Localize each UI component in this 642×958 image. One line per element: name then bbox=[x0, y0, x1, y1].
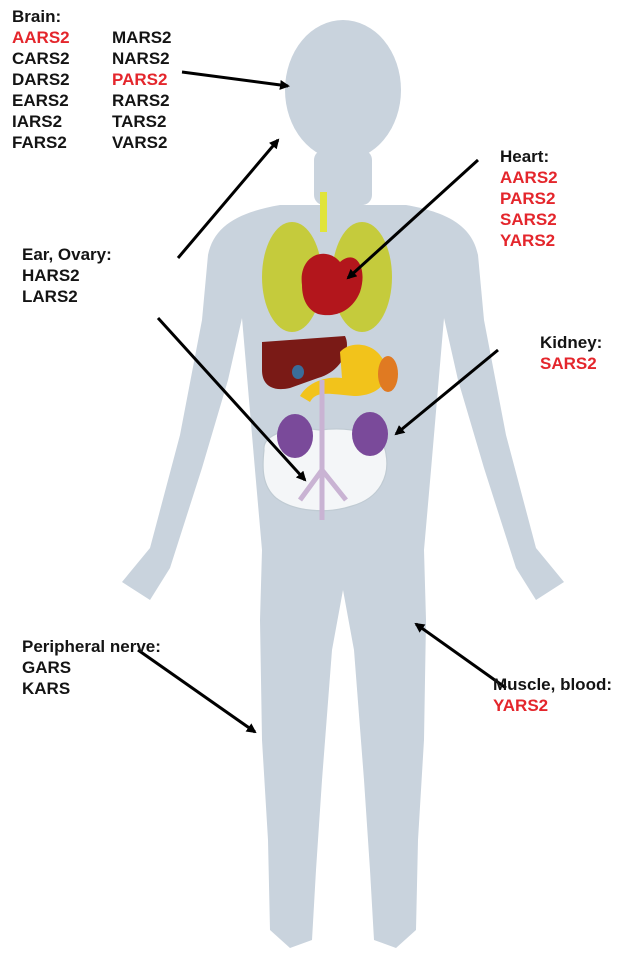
heart-title: Heart: bbox=[500, 146, 558, 167]
ear-ovary-gene: LARS2 bbox=[22, 286, 112, 307]
gene-item: EARS2 bbox=[12, 90, 112, 111]
gene-item: FARS2 bbox=[12, 132, 112, 153]
kidney-title: Kidney: bbox=[540, 332, 602, 353]
brain-label: Brain: AARS2 MARS2 CARS2 NARS2 DARS2 PAR… bbox=[12, 6, 182, 153]
gene-item: PARS2 bbox=[112, 69, 182, 90]
gene-item: MARS2 bbox=[112, 27, 182, 48]
muscle-blood-title: Muscle, blood: bbox=[493, 674, 612, 695]
gene-item: AARS2 bbox=[12, 27, 112, 48]
trachea bbox=[320, 192, 327, 232]
gene-item: RARS2 bbox=[112, 90, 182, 111]
muscle-blood-gene: YARS2 bbox=[493, 695, 612, 716]
muscle-blood-label: Muscle, blood: YARS2 bbox=[493, 674, 612, 716]
ear-ovary-title: Ear, Ovary: bbox=[22, 244, 112, 265]
peripheral-nerve-title: Peripheral nerve: bbox=[22, 636, 161, 657]
heart-label: Heart: AARS2 PARS2 SARS2 YARS2 bbox=[500, 146, 558, 251]
spleen bbox=[378, 356, 398, 392]
gallbladder bbox=[292, 365, 304, 379]
heart-gene: PARS2 bbox=[500, 188, 558, 209]
heart-gene: YARS2 bbox=[500, 230, 558, 251]
ear-ovary-gene: HARS2 bbox=[22, 265, 112, 286]
gene-item: CARS2 bbox=[12, 48, 112, 69]
gene-item: VARS2 bbox=[112, 132, 182, 153]
arrow-brain bbox=[182, 72, 288, 86]
heart-gene: AARS2 bbox=[500, 167, 558, 188]
kidney-right bbox=[352, 412, 388, 456]
kidney-gene: SARS2 bbox=[540, 353, 602, 374]
peripheral-nerve-gene: KARS bbox=[22, 678, 161, 699]
kidney-label: Kidney: SARS2 bbox=[540, 332, 602, 374]
peripheral-nerve-label: Peripheral nerve: GARS KARS bbox=[22, 636, 161, 699]
peripheral-nerve-gene: GARS bbox=[22, 657, 161, 678]
gene-item: IARS2 bbox=[12, 111, 112, 132]
brain-title: Brain: bbox=[12, 6, 182, 27]
gene-item: DARS2 bbox=[12, 69, 112, 90]
brain-gene-grid: AARS2 MARS2 CARS2 NARS2 DARS2 PARS2 EARS… bbox=[12, 27, 182, 153]
kidney-left bbox=[277, 414, 313, 458]
gene-item: TARS2 bbox=[112, 111, 182, 132]
ear-ovary-label: Ear, Ovary: HARS2 LARS2 bbox=[22, 244, 112, 307]
gene-item: NARS2 bbox=[112, 48, 182, 69]
heart-gene: SARS2 bbox=[500, 209, 558, 230]
